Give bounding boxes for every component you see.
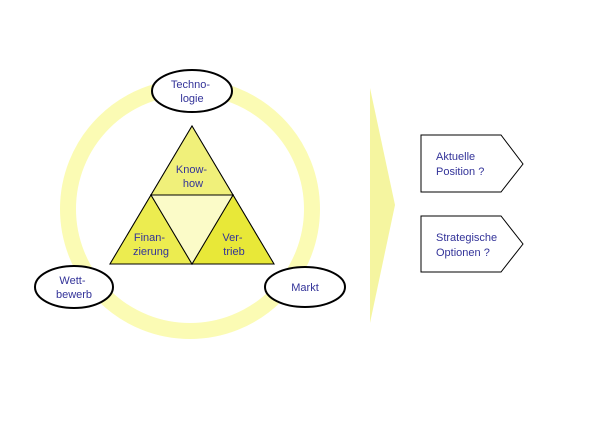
- triangle-center-overlay: [150, 194, 234, 265]
- transition-arrow: [370, 88, 395, 323]
- box-strategische-optionen: [420, 215, 524, 273]
- triangle-label-left: Finan- zierung: [133, 232, 169, 258]
- ellipse-markt: [264, 266, 346, 308]
- box-label-strategische-optionen: Strategische Optionen ?: [436, 232, 500, 259]
- box-aktuelle-position: [420, 134, 524, 193]
- ellipse-label-technologie: Techno- logie: [171, 79, 213, 105]
- box-label-aktuelle-position: Aktuelle Position ?: [436, 151, 484, 178]
- ellipse-label-markt: Markt: [291, 282, 319, 294]
- ellipse-wettbewerb: [34, 265, 114, 309]
- triangle-label-right: Ver- trieb: [222, 232, 245, 258]
- ellipse-technologie: [151, 69, 233, 113]
- triangle-label-top: Know- how: [176, 164, 210, 190]
- ellipse-label-wettbewerb: Wett- bewerb: [56, 275, 92, 301]
